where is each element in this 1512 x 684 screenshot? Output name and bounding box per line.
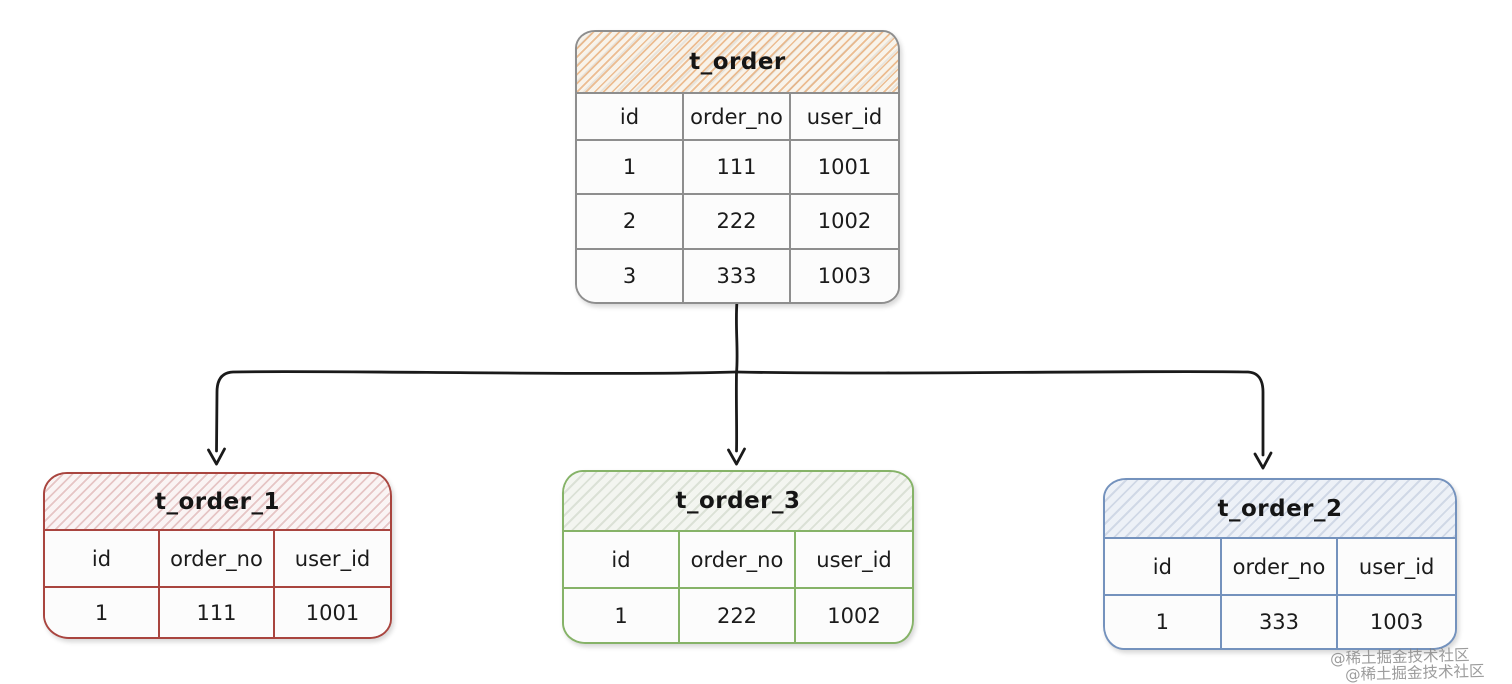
table-cell: 1003 [1338,594,1455,648]
table-t-order-1: t_order_1 id order_no user_id 1 111 1001 [43,472,392,639]
table-cell: 1001 [275,586,390,637]
table-grid: id order_no user_id 1 111 1001 2 222 100… [577,94,898,302]
column-header: id [1105,539,1222,594]
column-header: id [45,531,160,586]
arrowhead-t-order-1 [207,447,226,466]
table-cell: 111 [684,139,791,194]
column-header: id [564,532,680,587]
table-cell: 2 [577,193,684,248]
table-grid: id order_no user_id 1 333 1003 [1105,539,1455,648]
arrow-t-order-to-t-order-1 [215,370,738,453]
table-title: t_order_2 [1105,480,1455,539]
table-cell: 1 [564,587,680,642]
table-title: t_order_3 [564,472,912,532]
table-grid: id order_no user_id 1 222 1002 [564,532,912,642]
table-cell: 333 [684,247,791,302]
table-cell: 1 [45,586,160,637]
column-header: order_no [160,531,275,586]
table-cell: 222 [680,587,796,642]
table-grid: id order_no user_id 1 111 1001 [45,531,390,637]
column-header: order_no [680,532,796,587]
table-cell: 1002 [796,587,912,642]
column-header: user_id [796,532,912,587]
column-header: order_no [1221,539,1339,594]
table-t-order-2: t_order_2 id order_no user_id 1 333 1003 [1103,478,1457,650]
table-t-order-3: t_order_3 id order_no user_id 1 222 1002 [562,470,914,644]
table-cell: 1 [1105,594,1222,648]
table-cell: 1002 [791,193,898,248]
table-cell: 3 [577,247,684,302]
table-cell: 1001 [791,139,898,194]
column-header: user_id [275,531,390,586]
column-header: id [577,94,684,139]
table-t-order: t_order id order_no user_id 1 111 1001 2… [575,30,900,304]
arrowhead-t-order-3 [727,447,746,466]
arrow-t-order-to-t-order-2 [735,370,1265,457]
table-cell: 1 [577,139,684,194]
watermark-line: @稀土掘金技术社区 [1344,662,1485,684]
column-header: order_no [684,94,791,139]
table-cell: 1003 [791,247,898,302]
table-cell: 111 [160,586,275,637]
table-cell: 222 [684,193,791,248]
arrowhead-t-order-2 [1253,451,1273,470]
table-title: t_order_1 [45,474,390,531]
column-header: user_id [791,94,898,139]
arrow-t-order-to-t-order-3 [734,299,739,453]
column-header: user_id [1338,539,1455,594]
table-cell: 333 [1221,594,1339,648]
table-title: t_order [577,32,898,94]
